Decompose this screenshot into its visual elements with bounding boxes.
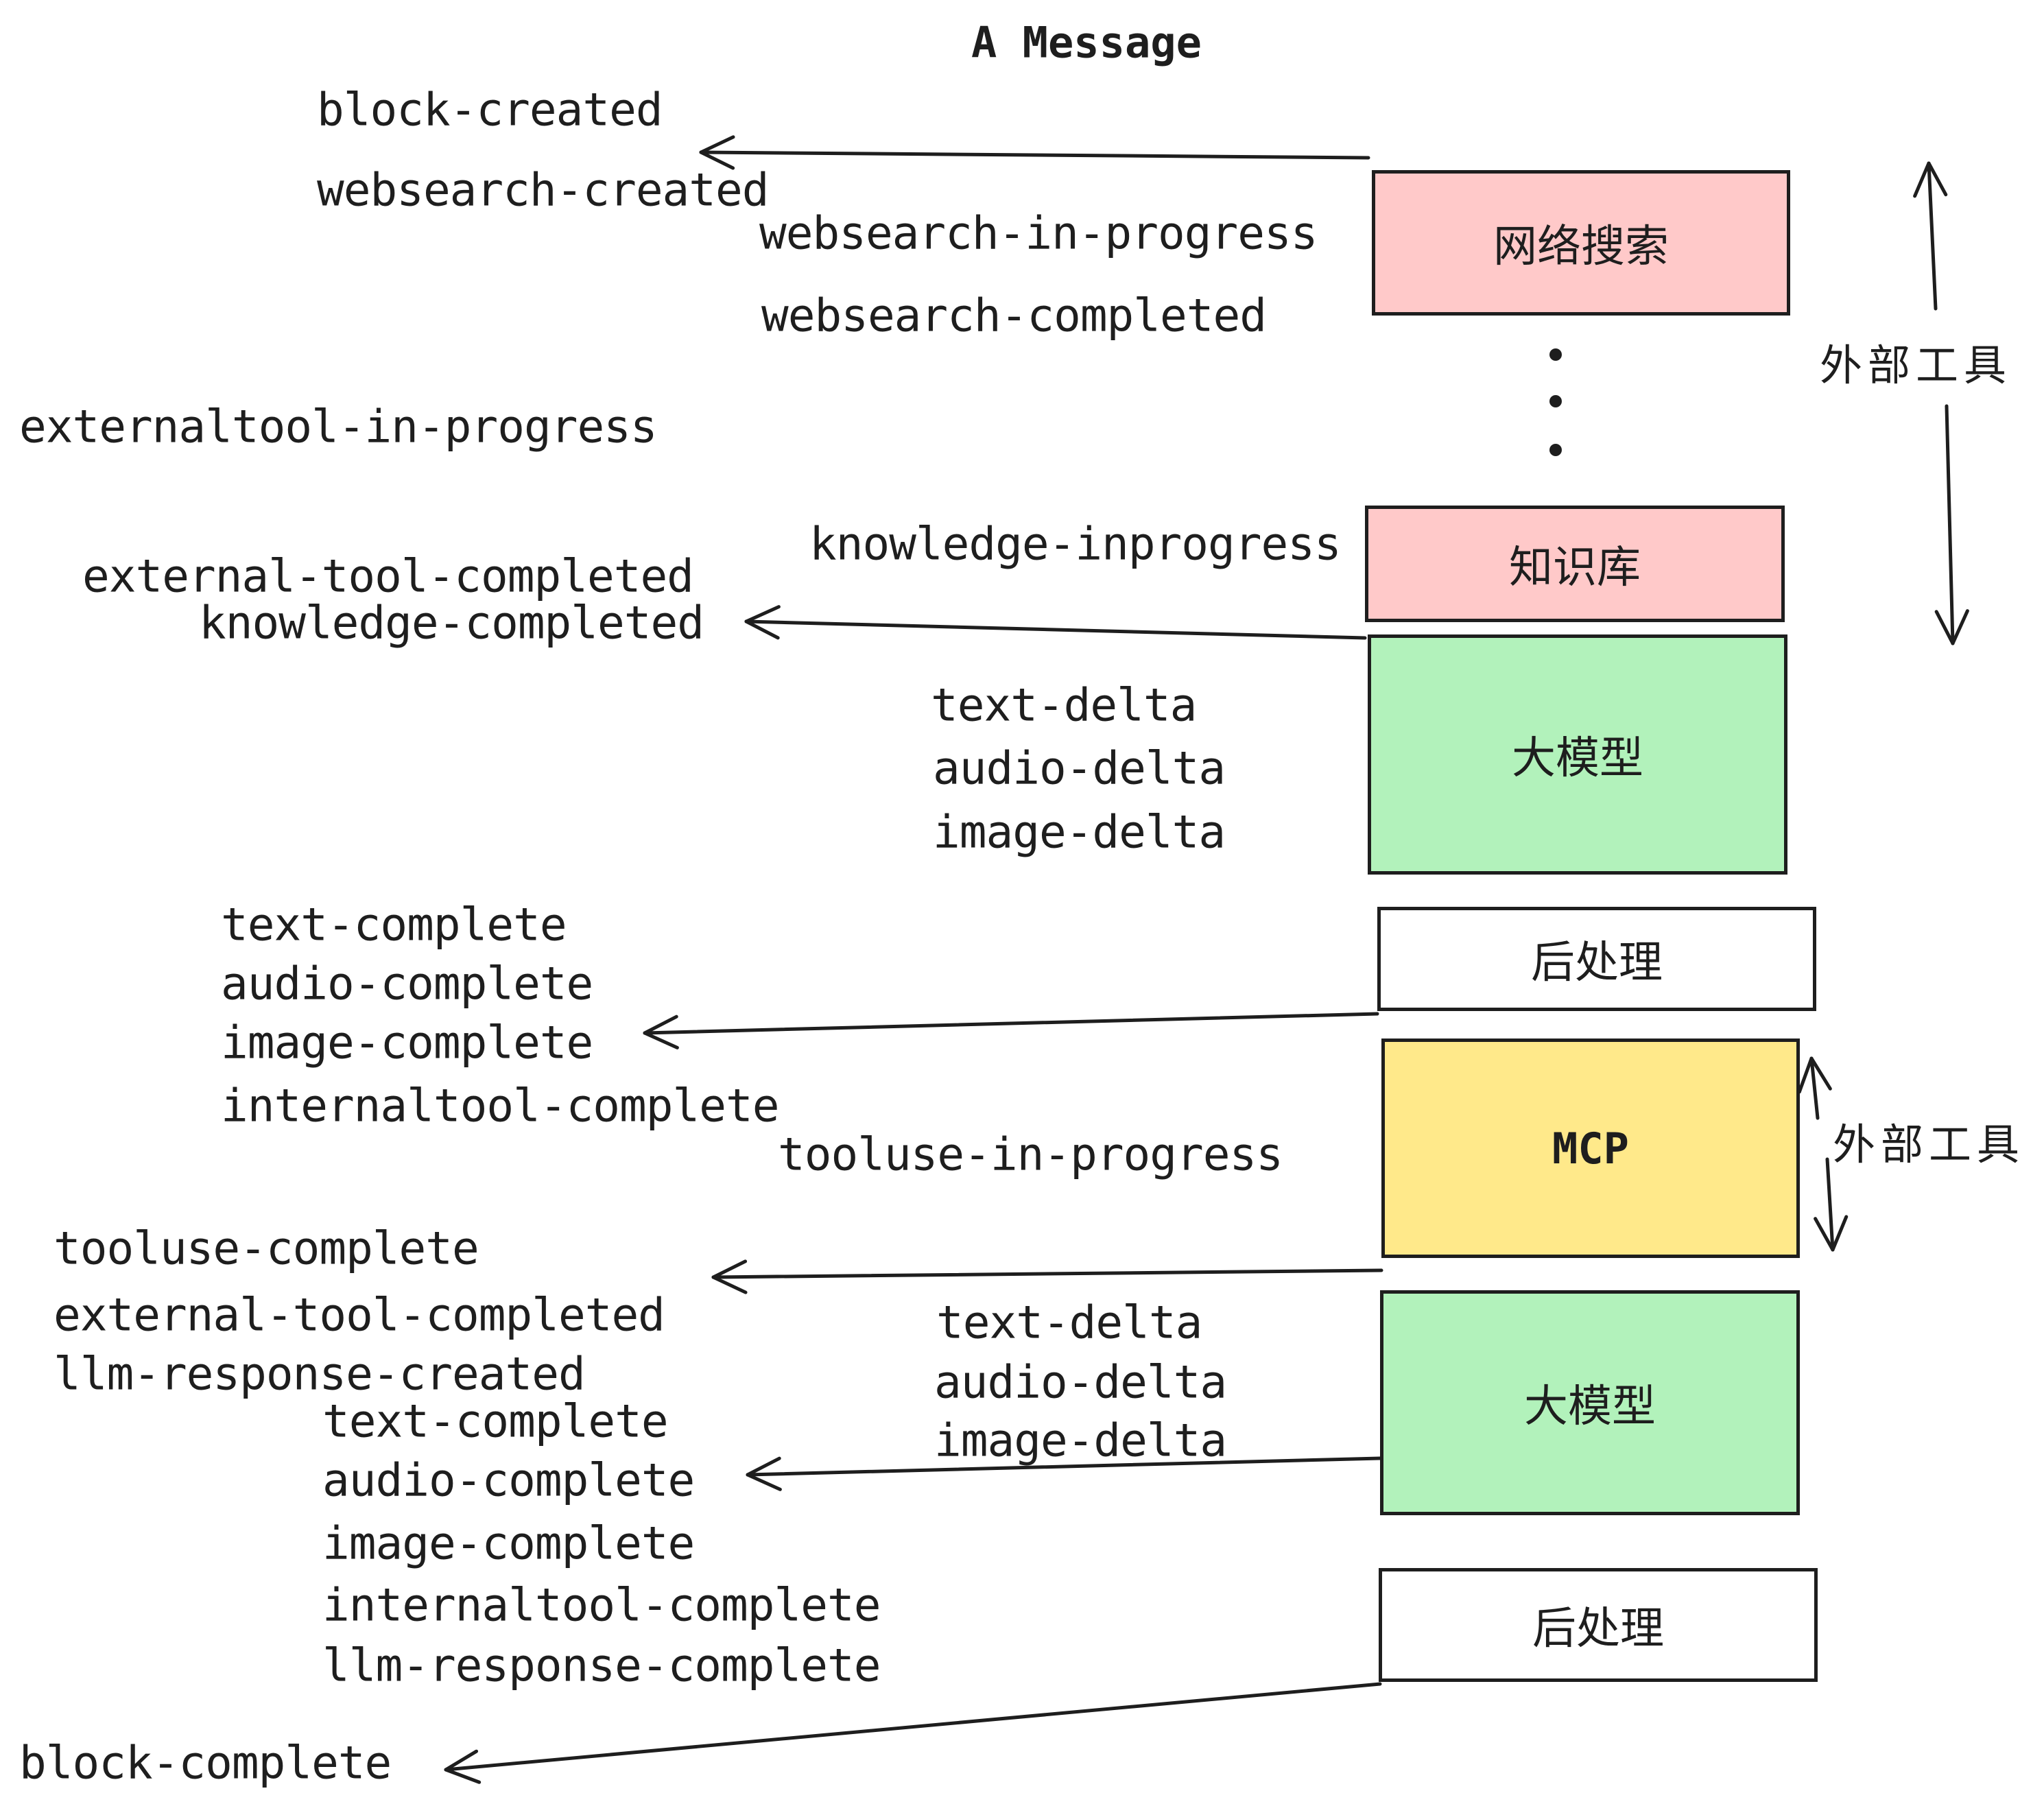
arrow-post2-to-block-complete-head bbox=[444, 1749, 479, 1772]
arrow-post1-to-image-complete-head bbox=[643, 1014, 678, 1035]
ellipsis-dot-1 bbox=[1549, 348, 1562, 361]
llm-box-1-label: 大模型 bbox=[1512, 733, 1643, 784]
arrow-knowledge-to-completed-head bbox=[744, 619, 780, 640]
arrow-mcp-to-tooluse-complete bbox=[711, 1268, 1383, 1279]
event-label-text-delta: text-delta bbox=[931, 678, 1197, 732]
event-label-internaltool-complete: internaltool-complete bbox=[221, 1079, 779, 1132]
event-label-knowledge-inprogress: knowledge-inprogress bbox=[809, 517, 1342, 571]
event-label-llm-response-created: llm-response-created bbox=[54, 1347, 586, 1401]
arrow-websearch-to-created-head bbox=[699, 150, 735, 170]
arrow-llm2-to-audio-complete-head bbox=[746, 1456, 781, 1477]
arrow-external-tool-2-down-head bbox=[1814, 1217, 1835, 1252]
event-label-knowledge-completed: knowledge-completed bbox=[199, 596, 704, 650]
mcp-box: MCP bbox=[1381, 1039, 1800, 1258]
event-label-websearch-created: websearch-created bbox=[317, 163, 770, 217]
side-label-external-tool-1: 外部工具 bbox=[1820, 340, 2012, 390]
event-label-image-complete: image-complete bbox=[221, 1016, 593, 1069]
ellipsis-dot-3 bbox=[1549, 444, 1562, 456]
arrow-llm2-to-audio-complete-head bbox=[746, 1473, 782, 1491]
diagram-title: A Message bbox=[971, 17, 1202, 68]
arrow-external-tool-1-up bbox=[1927, 161, 1938, 311]
event-label-internaltool-complete: internaltool-complete bbox=[322, 1578, 881, 1632]
event-label-text-complete: text-complete bbox=[322, 1394, 669, 1448]
event-label-external-tool-completed: external-tool-completed bbox=[54, 1288, 665, 1342]
arrow-mcp-to-tooluse-complete-head bbox=[711, 1259, 748, 1279]
event-label-websearch-in-progress: websearch-in-progress bbox=[759, 206, 1318, 260]
llm-box-1: 大模型 bbox=[1368, 634, 1787, 875]
arrow-websearch-to-created bbox=[699, 150, 1370, 160]
postprocess-box-2: 后处理 bbox=[1379, 1568, 1818, 1682]
event-label-externaltool-in-progress: externaltool-in-progress bbox=[19, 400, 658, 453]
arrow-external-tool-1-up-head bbox=[1927, 161, 1948, 197]
event-label-audio-delta: audio-delta bbox=[934, 1355, 1227, 1409]
event-label-image-delta: image-delta bbox=[934, 1414, 1227, 1467]
event-label-text-complete: text-complete bbox=[221, 898, 567, 951]
arrow-llm2-to-audio-complete bbox=[746, 1456, 1382, 1477]
event-label-block-created: block-created bbox=[317, 83, 663, 137]
arrow-mcp-to-tooluse-complete-head bbox=[711, 1275, 748, 1294]
websearch-box-label: 网络搜索 bbox=[1493, 222, 1669, 272]
postprocess-box-1: 后处理 bbox=[1377, 907, 1816, 1011]
event-label-websearch-completed: websearch-completed bbox=[761, 289, 1267, 342]
event-label-image-delta: image-delta bbox=[933, 805, 1226, 859]
arrow-external-tool-1-down bbox=[1945, 404, 1955, 645]
llm-box-2: 大模型 bbox=[1380, 1290, 1800, 1515]
ellipsis-dot-2 bbox=[1549, 395, 1562, 407]
knowledge-box: 知识库 bbox=[1365, 506, 1785, 622]
arrow-external-tool-2-up-head bbox=[1797, 1056, 1814, 1094]
postprocess-box-2-label: 后处理 bbox=[1532, 1604, 1664, 1654]
event-label-image-complete: image-complete bbox=[322, 1517, 695, 1570]
arrow-post2-to-block-complete bbox=[444, 1682, 1382, 1772]
arrow-external-tool-2-down-head bbox=[1831, 1215, 1849, 1252]
arrow-knowledge-to-completed bbox=[744, 619, 1367, 640]
side-label-external-tool-2: 外部工具 bbox=[1833, 1119, 2025, 1170]
event-label-llm-response-complete: llm-response-complete bbox=[322, 1639, 881, 1692]
arrow-post2-to-block-complete-head bbox=[444, 1768, 482, 1784]
arrow-knowledge-to-completed-head bbox=[744, 605, 781, 624]
websearch-box: 网络搜索 bbox=[1372, 170, 1790, 316]
event-label-tooluse-in-progress: tooluse-in-progress bbox=[778, 1128, 1283, 1181]
event-label-audio-complete: audio-complete bbox=[221, 957, 593, 1010]
event-label-audio-complete: audio-complete bbox=[322, 1453, 695, 1507]
event-label-block-complete: block-complete bbox=[19, 1736, 392, 1790]
llm-box-2-label: 大模型 bbox=[1524, 1381, 1656, 1432]
arrow-external-tool-1-down-head bbox=[1934, 610, 1955, 645]
event-label-text-delta: text-delta bbox=[936, 1296, 1202, 1349]
arrow-post1-to-image-complete-head bbox=[643, 1031, 679, 1049]
arrow-websearch-to-created-head bbox=[699, 135, 735, 154]
arrow-external-tool-2-down bbox=[1825, 1157, 1835, 1252]
mcp-box-label: MCP bbox=[1552, 1123, 1629, 1174]
event-label-tooluse-complete: tooluse-complete bbox=[54, 1222, 479, 1275]
arrow-external-tool-2-up bbox=[1809, 1056, 1820, 1120]
arrow-external-tool-1-up-head bbox=[1913, 161, 1931, 198]
postprocess-box-1-label: 后处理 bbox=[1531, 938, 1663, 988]
knowledge-box-label: 知识库 bbox=[1509, 543, 1641, 593]
event-label-audio-delta: audio-delta bbox=[933, 741, 1226, 795]
event-label-external-tool-completed: external-tool-completed bbox=[82, 549, 694, 603]
arrow-external-tool-1-down-head bbox=[1951, 609, 1969, 645]
arrow-external-tool-2-up-head bbox=[1809, 1056, 1832, 1091]
arrow-post1-to-image-complete bbox=[643, 1012, 1379, 1035]
